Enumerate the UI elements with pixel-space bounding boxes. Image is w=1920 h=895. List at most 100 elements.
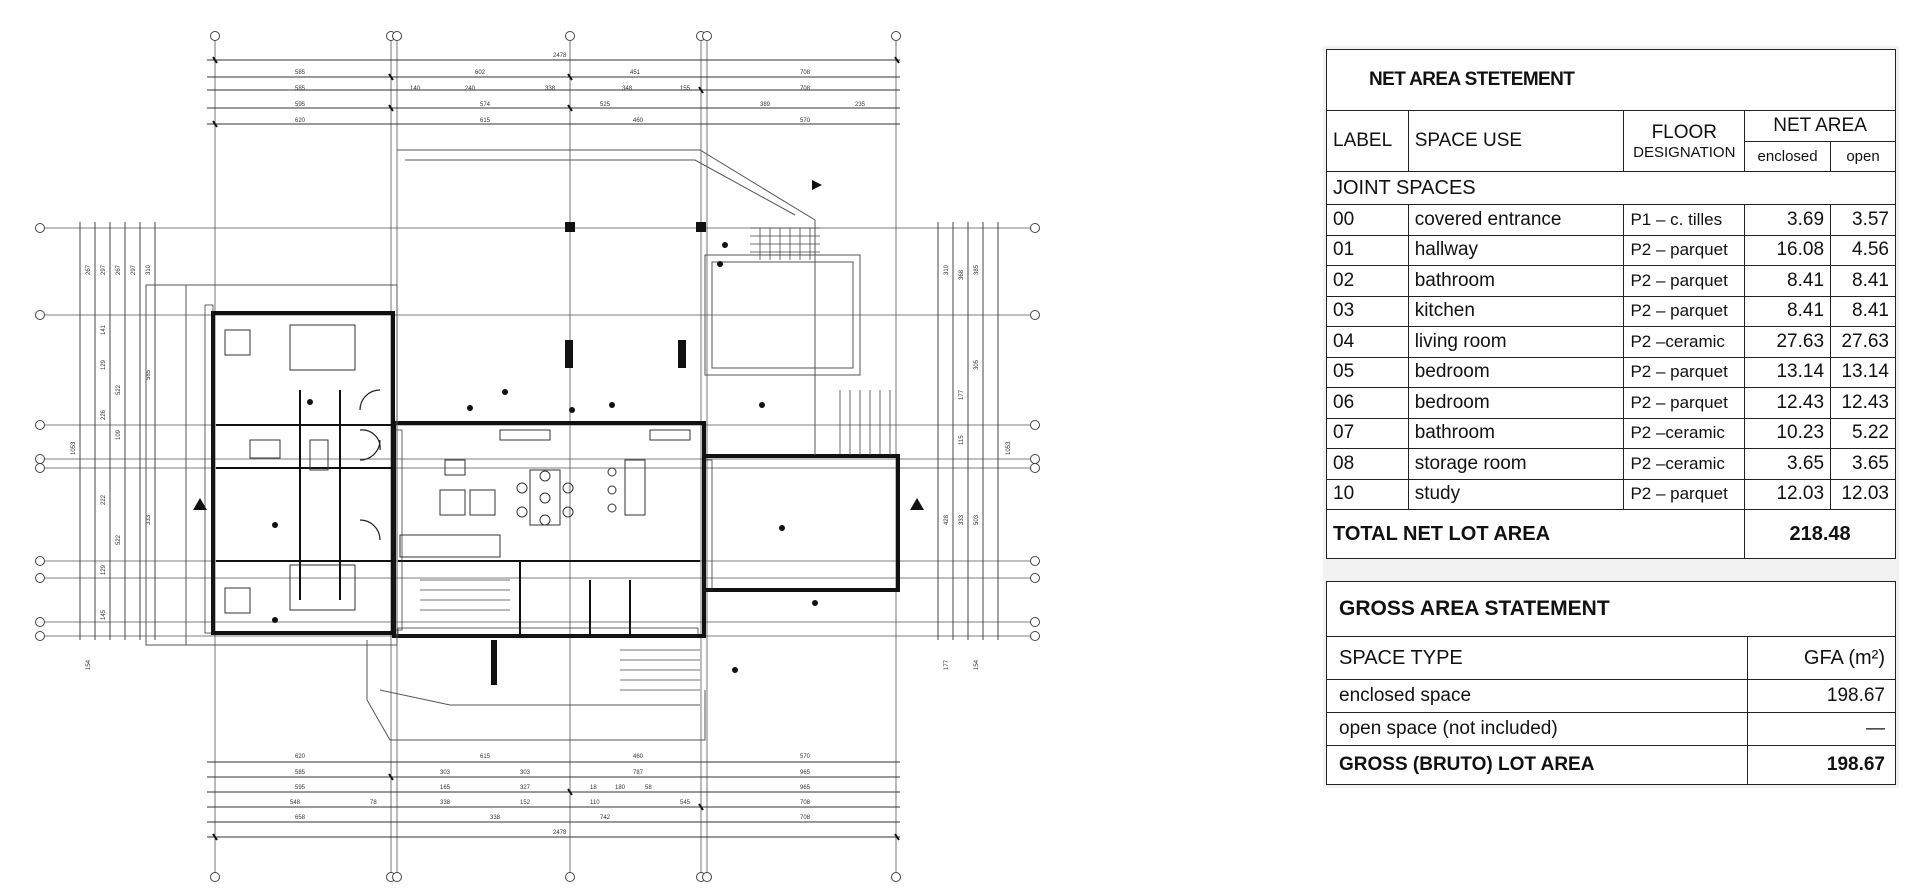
cell-gfa: 198.67 [1747,679,1896,713]
svg-text:428: 428 [944,514,950,525]
cell-space-type: open space (not included) [1325,712,1749,746]
cell-gfa: — [1747,712,1896,746]
header-enclosed: enclosed [1744,140,1832,172]
svg-text:152: 152 [520,800,531,806]
svg-text:602: 602 [475,70,486,76]
cell-open: 27.63 [1830,326,1896,358]
svg-text:708: 708 [800,70,811,76]
svg-text:165: 165 [440,785,451,791]
cell-floor: P1 – c. tilles [1623,204,1746,236]
svg-text:338: 338 [490,815,501,821]
cell-space-use: covered entrance [1407,204,1625,236]
svg-text:235: 235 [855,102,866,108]
grid-axis-markers [35,31,1040,882]
svg-text:303: 303 [520,770,531,776]
cell-label: 05 [1326,356,1409,388]
svg-text:595: 595 [295,102,306,108]
svg-text:338: 338 [440,800,451,806]
cell-label: 01 [1326,234,1409,266]
svg-text:154: 154 [974,659,980,670]
cell-label: 07 [1326,417,1409,449]
svg-text:177: 177 [944,659,950,670]
door-swings [359,389,381,541]
cell-enclosed: 8.41 [1744,295,1832,327]
cell-enclosed: 3.65 [1744,448,1832,480]
furniture [224,324,691,614]
direction-arrows [193,180,924,510]
cell-label: 06 [1326,387,1409,419]
svg-text:1053: 1053 [71,441,77,455]
svg-text:333: 333 [959,514,965,525]
cell-floor: P2 – parquet [1623,265,1746,297]
svg-text:338: 338 [545,86,556,92]
cell-space-type: enclosed space [1325,679,1749,713]
cell-open: 8.41 [1830,265,1896,297]
cell-space-use: kitchen [1407,295,1625,327]
svg-text:620: 620 [295,118,306,124]
cell-enclosed: 3.69 [1744,204,1832,236]
cell-enclosed: 13.14 [1744,356,1832,388]
cell-floor: P2 – parquet [1623,478,1746,510]
cell-open: 13.14 [1830,356,1896,388]
svg-text:620: 620 [295,754,306,760]
svg-text:305: 305 [974,359,980,370]
cell-space-use: bedroom [1407,356,1625,388]
header-space-use: SPACE USE [1407,110,1625,172]
header-designation: DESIGNATION [1633,143,1736,161]
svg-text:310: 310 [944,264,950,275]
header-floor-designation: FLOOR DESIGNATION [1623,110,1746,172]
table-row: open space (not included)— [1325,712,1896,746]
stairs [420,227,891,691]
cell-floor: P2 – parquet [1623,387,1746,419]
svg-text:451: 451 [630,70,641,76]
cell-enclosed: 27.63 [1744,326,1832,358]
svg-text:389: 389 [760,102,771,108]
svg-text:310: 310 [146,264,152,275]
cell-enclosed: 10.23 [1744,417,1832,449]
svg-text:129: 129 [101,564,107,575]
svg-text:503: 503 [974,514,980,525]
cell-label: 10 [1326,478,1409,510]
gross-total-label: GROSS (BRUTO) LOT AREA [1325,745,1749,785]
cell-open: 3.65 [1830,448,1896,480]
svg-text:708: 708 [800,815,811,821]
svg-text:58: 58 [645,785,652,791]
svg-text:965: 965 [800,785,811,791]
header-floor: FLOOR [1651,121,1718,143]
dim-total-bottom: 2478 [553,830,567,836]
svg-text:570: 570 [800,754,811,760]
vertical-dimension-labels: 267 297 267 297 310 141 129 226 109 222 … [71,264,1012,670]
svg-text:548: 548 [290,800,301,806]
svg-text:460: 460 [633,754,644,760]
gross-area-title: GROSS AREA STATEMENT [1326,581,1896,637]
dim-total-top: 2478 [553,53,567,59]
gross-header-space-type: SPACE TYPE [1325,636,1749,680]
total-net-label: TOTAL NET LOT AREA [1325,509,1746,559]
svg-text:333: 333 [146,514,152,525]
elevation-markers [272,242,818,673]
cell-label: 02 [1326,265,1409,297]
cell-label: 00 [1326,204,1409,236]
cell-enclosed: 12.43 [1744,387,1832,419]
svg-text:385: 385 [974,264,980,275]
net-area-table: NET AREA STETEMENT LABEL SPACE USE FLOOR… [1325,49,1896,559]
gross-header-gfa: GFA (m²) [1747,636,1896,680]
svg-text:545: 545 [680,800,691,806]
svg-text:525: 525 [600,102,611,108]
cell-space-use: bedroom [1407,387,1625,419]
svg-text:267: 267 [86,264,92,275]
svg-text:460: 460 [633,118,644,124]
cell-floor: P2 –ceramic [1623,448,1746,480]
header-label: LABEL [1326,110,1409,172]
svg-text:222: 222 [101,494,107,505]
